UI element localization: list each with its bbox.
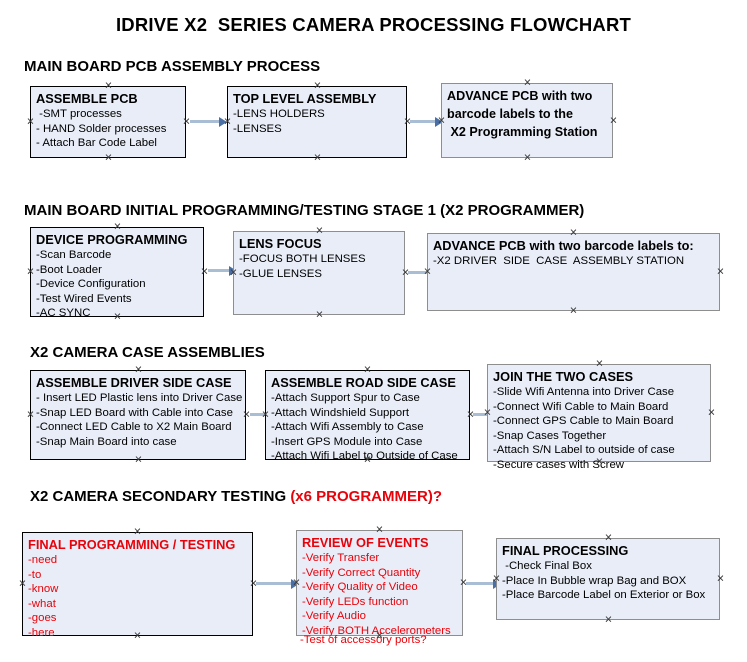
arrow-head-icon (219, 117, 227, 127)
connector-line (408, 271, 434, 274)
box-assemble-driver-side-case[interactable]: ASSEMBLE DRIVER SIDE CASE - Insert LED P… (30, 370, 246, 460)
box-line: -Attach Wifi Label to Outside of Case (271, 450, 458, 463)
box-line: -FOCUS BOTH LENSES (239, 253, 366, 266)
page-title: IDRIVE X2 SERIES CAMERA PROCESSING FLOWC… (115, 14, 632, 35)
box-line: -Attach Windshield Support (271, 406, 410, 419)
connector-line (410, 120, 438, 123)
box-title: ADVANCE PCB with two (447, 89, 593, 103)
box-join-the-two-cases[interactable]: JOIN THE TWO CASES -Slide Wifi Antenna i… (487, 364, 711, 471)
box-line: -Boot Loader (36, 263, 102, 276)
connector-line (208, 269, 232, 272)
box-line: -SMT processes (36, 108, 122, 121)
box-title: ASSEMBLE DRIVER SIDE CASE (36, 375, 232, 390)
box-line: -Snap Cases Together (493, 429, 607, 442)
box-line: -here (28, 627, 55, 640)
box-title: LENS FOCUS (239, 236, 322, 251)
box-lens-focus[interactable]: LENS FOCUS -FOCUS BOTH LENSES -GLUE LENS… (233, 231, 405, 315)
box-title: ASSEMBLE PCB (36, 91, 138, 106)
box-line: barcode labels to the (447, 106, 573, 121)
box-line: -Verify BOTH Accelerometers (302, 625, 451, 638)
box-line: -Snap Main Board into case (36, 435, 177, 448)
box-advance-pcb-programming-station[interactable]: ADVANCE PCB with two barcode labels to t… (441, 83, 613, 158)
connector-line (473, 413, 491, 416)
box-line: -Verify Quality of Video (302, 581, 418, 594)
box-line: -Place Barcode Label on Exterior or Box (502, 589, 706, 602)
box-line: -Verify LEDs function (302, 595, 409, 608)
section-heading-secondary-testing: X2 CAMERA SECONDARY TESTING (x6 PROGRAMM… (30, 488, 442, 505)
section-heading-text: X2 CAMERA SECONDARY TESTING (30, 488, 291, 505)
box-final-programming-testing[interactable]: FINAL PROGRAMMING / TESTING -need -to -k… (22, 532, 253, 639)
box-line: -Check Final Box (502, 560, 592, 573)
box-title: FINAL PROCESSING (502, 543, 629, 558)
box-line: - HAND Solder processes (36, 122, 167, 135)
box-assemble-pcb[interactable]: ASSEMBLE PCB -SMT processes - HAND Solde… (30, 86, 186, 158)
box-line: -Place In Bubble wrap Bag and BOX (502, 574, 687, 587)
box-final-processing[interactable]: FINAL PROCESSING -Check Final Box -Place… (496, 538, 720, 620)
section-heading-initial-programming: MAIN BOARD INITIAL PROGRAMMING/TESTING S… (24, 202, 585, 219)
box-line: -Scan Barcode (36, 249, 112, 262)
arrow-head-icon (291, 579, 299, 589)
box-line: -to (28, 568, 42, 581)
box-line: -goes (28, 612, 57, 625)
box-overflow-line: -Test of accessory ports? (300, 634, 427, 646)
box-title: FINAL PROGRAMMING / TESTING (28, 537, 236, 552)
box-line: -what (28, 597, 56, 610)
connector-line (256, 582, 294, 585)
box-assemble-road-side-case[interactable]: ASSEMBLE ROAD SIDE CASE -Attach Support … (265, 370, 470, 462)
box-title: DEVICE PROGRAMMING (36, 232, 188, 247)
box-top-level-assembly[interactable]: TOP LEVEL ASSEMBLY -LENS HOLDERS -LENSES (227, 86, 407, 158)
box-line: - Attach Bar Code Label (36, 137, 157, 150)
connector-line (466, 582, 496, 585)
box-review-of-events[interactable]: REVIEW OF EVENTS -Verify Transfer -Verif… (296, 530, 463, 638)
box-title: ASSEMBLE ROAD SIDE CASE (271, 375, 456, 390)
box-advance-pcb-driver-side-station[interactable]: ADVANCE PCB with two barcode labels to: … (427, 233, 720, 311)
box-line: -know (28, 583, 59, 596)
box-line: -X2 DRIVER SIDE CASE ASSEMBLY STATION (433, 255, 685, 268)
box-line: -AC SYNC (36, 307, 91, 320)
box-line: -Verify Transfer (302, 552, 380, 565)
box-line: -need (28, 554, 58, 567)
section-heading-accent: (x6 PROGRAMMER)? (290, 488, 442, 505)
box-line: -GLUE LENSES (239, 267, 322, 280)
box-line: -Attach Support Spur to Case (271, 392, 420, 405)
box-line: -Slide Wifi Antenna into Driver Case (493, 386, 675, 399)
box-device-programming[interactable]: DEVICE PROGRAMMING -Scan Barcode -Boot L… (30, 227, 204, 319)
box-line: -Connect LED Cable to X2 Main Board (36, 421, 232, 434)
section-heading-case-assemblies: X2 CAMERA CASE ASSEMBLIES (30, 344, 265, 361)
box-line: -Insert GPS Module into Case (271, 435, 423, 448)
box-line: -LENSES (233, 122, 282, 135)
box-line: -Attach S/N Label to outside of case (493, 444, 675, 457)
connector-line (250, 413, 270, 416)
box-line: -LENS HOLDERS (233, 108, 325, 121)
section-heading-pcb-assembly: MAIN BOARD PCB ASSEMBLY PROCESS (24, 58, 321, 75)
box-line: -Connect GPS Cable to Main Board (493, 415, 674, 428)
box-title: REVIEW OF EVENTS (302, 535, 429, 550)
box-title: JOIN THE TWO CASES (493, 369, 634, 384)
box-line: -Secure cases with Screw (493, 459, 625, 472)
box-line: -Connect Wifi Cable to Main Board (493, 400, 669, 413)
box-title: TOP LEVEL ASSEMBLY (233, 91, 377, 106)
box-line: -Snap LED Board with Cable into Case (36, 406, 233, 419)
box-line: -Verify Correct Quantity (302, 566, 421, 579)
box-line: X2 Programming Station (447, 124, 598, 139)
box-line: -Attach Wifi Assembly to Case (271, 421, 424, 434)
box-line: -Verify Audio (302, 610, 366, 623)
box-line: - Insert LED Plastic lens into Driver Ca… (36, 392, 243, 405)
box-title: ADVANCE PCB with two barcode labels to: (433, 238, 694, 253)
box-line: -Device Configuration (36, 278, 146, 291)
box-line: -Test Wired Events (36, 292, 132, 305)
connector-line (190, 120, 222, 123)
arrow-head-icon (435, 117, 443, 127)
